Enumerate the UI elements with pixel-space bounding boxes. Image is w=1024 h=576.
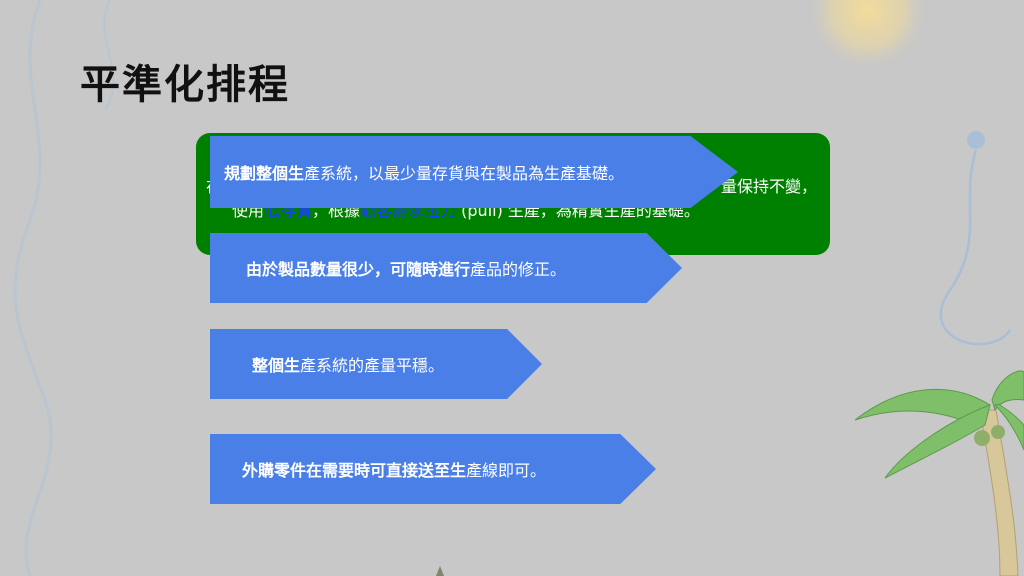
definition-line-1-tail: 量保持不變， [721,173,817,197]
sun-icon [806,0,930,72]
arrow-point-3: 整個生產系統的產量平穩。 [210,329,542,399]
arrow-point-2-bold: 由於製品數量很少，可隨時進行 [246,260,471,279]
arrow-point-1: 規劃整個生產系統，以最少量存貨與在製品為生產基礎。 [210,136,738,208]
arrow-point-3-bold: 整個生 [252,356,301,375]
arrow-point-1-text: 產系統，以最少量存貨與在製品為生產基礎。 [304,164,625,183]
arrow-point-1-bold: 規劃整個生 [224,164,305,183]
arrow-point-3-text: 產系統的產量平穩。 [300,356,445,375]
arrow-point-4-bold: 外購零件在需要時可直接送至生 [242,461,467,480]
arrow-point-4: 外購零件在需要時可直接送至生產線即可。 [210,434,656,504]
arrow-point-4-text: 產線即可。 [466,461,547,480]
definition-line-1-tail-text: 量保持不變， [721,177,818,196]
arrow-point-2-text: 產品的修正。 [470,260,567,279]
slide-title: 平準化排程 [80,62,290,108]
arrow-point-2: 由於製品數量很少，可隨時進行產品的修正。 [210,233,682,303]
palm-tree-icon [979,409,1019,576]
